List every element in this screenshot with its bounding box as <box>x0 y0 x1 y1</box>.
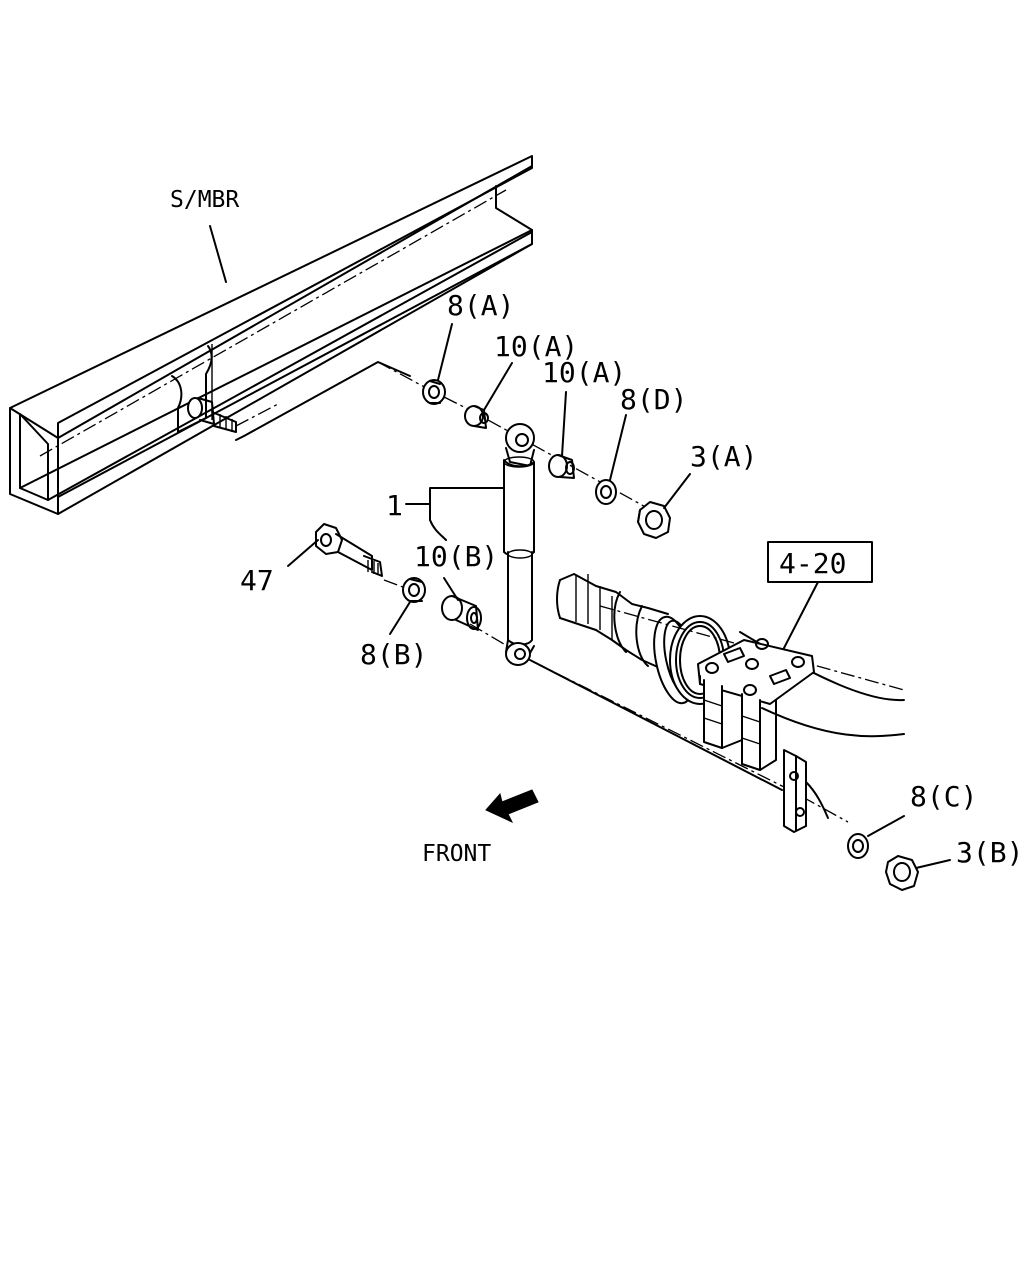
leader-1 <box>405 487 505 541</box>
bolt-47[interactable] <box>315 523 383 577</box>
shock-absorber[interactable] <box>503 423 535 666</box>
ref-box-4-20[interactable] <box>767 541 873 583</box>
label-3a: 3(A) <box>690 440 757 473</box>
leader-10a-2 <box>561 391 567 457</box>
washer-8c[interactable] <box>847 833 869 859</box>
bushing-10b[interactable] <box>441 595 482 631</box>
leader-8a <box>437 323 453 381</box>
label-8a: 8(A) <box>447 289 514 322</box>
front-label: FRONT <box>422 841 491 867</box>
smbr-label: S/MBR <box>170 187 239 213</box>
washer-8a[interactable] <box>422 379 446 405</box>
label-8b: 8(B) <box>360 638 427 671</box>
label-8c: 8(C) <box>910 780 977 813</box>
leader-8d <box>609 414 627 481</box>
label-4-20: 4-20 <box>779 547 846 580</box>
leader-3b <box>915 859 951 869</box>
bushing-10a-upper[interactable] <box>464 405 489 429</box>
lower-bracket <box>783 749 829 833</box>
label-8d: 8(D) <box>620 383 687 416</box>
leader-4-20 <box>783 581 819 649</box>
leader-3a <box>663 473 691 509</box>
nut-3b[interactable] <box>885 855 919 891</box>
leader-47 <box>287 539 319 567</box>
front-arrow-icon <box>485 789 539 824</box>
side-member-rail <box>9 155 533 515</box>
label-10a-2: 10(A) <box>542 356 626 389</box>
smbr-leader <box>209 225 227 283</box>
leader-10b <box>443 577 459 601</box>
bushing-10a-lower[interactable] <box>548 454 575 479</box>
leader-10a-1 <box>483 362 513 411</box>
label-10b: 10(B) <box>414 540 498 573</box>
nut-3a[interactable] <box>637 501 671 539</box>
washer-8d[interactable] <box>595 479 617 505</box>
washer-8b[interactable] <box>402 577 426 603</box>
label-1: 1 <box>386 489 403 522</box>
leader-8c <box>867 815 905 837</box>
label-10a-1: 10(A) <box>494 330 578 363</box>
mounting-stud <box>187 397 237 433</box>
label-3b: 3(B) <box>956 836 1023 869</box>
label-47: 47 <box>240 564 274 597</box>
lower-link-line <box>529 659 783 791</box>
leader-8b <box>389 601 411 635</box>
axle-housing <box>556 573 905 771</box>
